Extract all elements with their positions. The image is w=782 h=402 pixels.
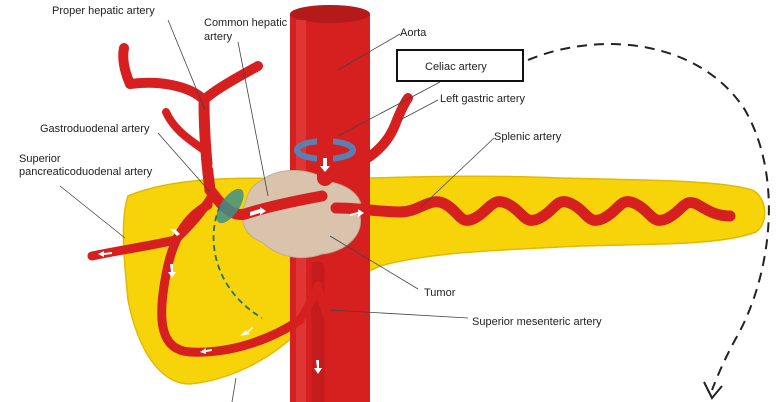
label-common-hepatic-line1: Common hepatic [204, 17, 288, 29]
label-aorta: Aorta [400, 27, 427, 39]
label-common-hepatic-line2: artery [204, 31, 233, 43]
label-tumor: Tumor [424, 287, 456, 299]
label-superior-pd-line1: Superior [19, 153, 61, 165]
label-superior-mesenteric-artery: Superior mesenteric artery [472, 316, 602, 328]
label-proper-hepatic-artery: Proper hepatic artery [52, 5, 155, 17]
label-superior-pd-line2: pancreaticoduodenal artery [19, 166, 153, 178]
label-left-gastric-artery: Left gastric artery [440, 93, 525, 105]
label-celiac-artery: Celiac artery [425, 61, 487, 73]
label-gastroduodenal-artery: Gastroduodenal artery [40, 123, 150, 135]
label-splenic-artery: Splenic artery [494, 131, 562, 143]
